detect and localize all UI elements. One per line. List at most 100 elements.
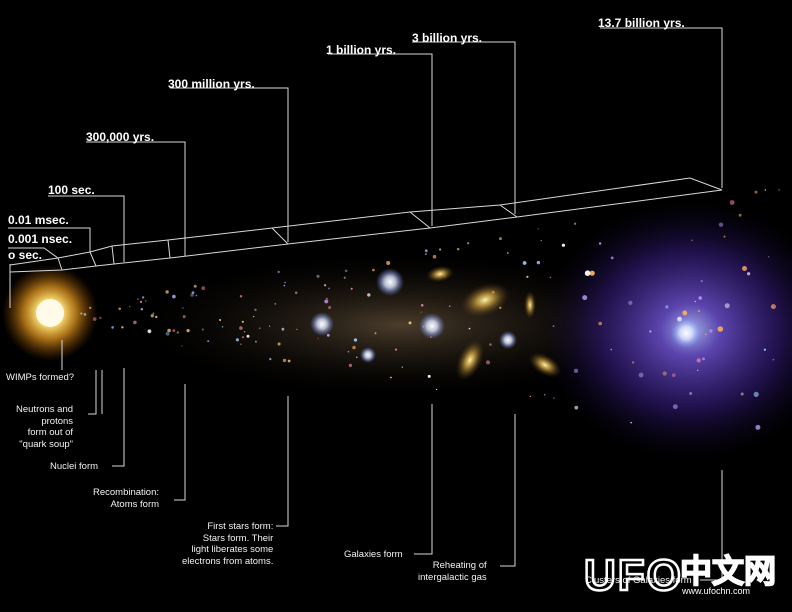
particle-speck: [432, 254, 437, 259]
particle-speck: [282, 358, 287, 363]
particle-speck: [348, 363, 352, 367]
particle-speck: [740, 392, 744, 396]
particle-speck: [155, 315, 158, 319]
particle-speck: [420, 304, 424, 307]
event-label-galaxies: Galaxies form: [344, 549, 403, 560]
particle-speck: [195, 294, 198, 297]
particle-speck: [277, 342, 281, 346]
spiral-galaxy: [455, 339, 485, 381]
ribbon-rung: [111, 245, 115, 265]
leader-e4: [174, 384, 186, 501]
particle-speck: [573, 368, 579, 373]
particle-speck: [240, 343, 242, 346]
particle-speck: [140, 308, 143, 311]
particle-speck: [328, 287, 330, 290]
leader-e6: [414, 404, 433, 555]
particle-speck: [235, 338, 239, 342]
particle-speck: [424, 249, 428, 253]
particle-speck: [649, 330, 652, 333]
particle-speck: [598, 321, 602, 326]
particle-speck: [662, 371, 667, 376]
event-label-clusters: Clusters of Galaxies form: [585, 575, 692, 586]
particle-speck: [718, 222, 724, 227]
time-label-300000-yrs: 300,000 yrs.: [86, 130, 155, 144]
timeline-lines: [8, 27, 723, 581]
event-label-nuclei: Nuclei form: [50, 461, 99, 472]
particle-speck: [111, 326, 114, 329]
particle-speck: [386, 261, 391, 265]
particle-speck: [176, 331, 179, 334]
particle-speck: [544, 394, 546, 396]
particle-speck: [239, 326, 243, 330]
particle-speck: [682, 310, 688, 316]
particle-speck: [489, 343, 492, 346]
particle-speck: [139, 300, 143, 303]
particle-speck: [439, 248, 442, 251]
event-label-neutrons-protons: Neutrons and protons form out of "quark …: [16, 404, 74, 450]
particle-speck: [561, 243, 566, 247]
particle-speck: [755, 424, 761, 430]
particle-speck: [610, 256, 614, 260]
particle-speck: [326, 297, 328, 300]
particle-speck: [181, 345, 183, 347]
particle-speck: [598, 242, 602, 245]
particle-speck: [287, 359, 291, 363]
particle-speck: [367, 293, 371, 297]
particle-speck: [665, 305, 669, 309]
event-label-reheating: Reheating of intergalactic gas: [418, 560, 487, 583]
particle-speck: [353, 338, 358, 342]
particle-speck: [281, 327, 285, 331]
particle-speck: [92, 317, 97, 321]
leader-e2: [88, 370, 97, 415]
particle-speck: [729, 200, 735, 205]
ribbon-rung: [89, 251, 97, 267]
particle-speck: [537, 228, 539, 230]
time-label-3-billion-yrs: 3 billion yrs.: [412, 31, 483, 45]
particle-speck: [696, 358, 701, 363]
particle-speck: [80, 312, 83, 315]
particle-speck: [239, 295, 243, 298]
time-label-13-7-billion-yrs: 13.7 billion yrs.: [598, 16, 685, 30]
particle-speck: [631, 361, 635, 364]
particle-speck: [89, 306, 92, 309]
particle-speck: [536, 260, 541, 265]
particle-speck: [522, 261, 527, 265]
particle-speck: [350, 287, 353, 290]
particle-speck: [764, 189, 767, 191]
particle-speck: [118, 307, 121, 311]
ribbon-top: [9, 177, 723, 266]
particle-speck: [738, 213, 742, 217]
particle-speck: [284, 281, 286, 284]
particle-speck: [552, 325, 555, 327]
particle-speck: [747, 272, 751, 276]
time-label-o-sec: o sec.: [8, 248, 43, 262]
particle-speck: [191, 291, 195, 294]
particle-speck: [468, 327, 471, 330]
particle-speck: [201, 286, 206, 291]
particle-speck: [165, 290, 169, 294]
star-glow: [670, 317, 702, 349]
particle-speck: [147, 329, 152, 334]
particle-speck: [589, 270, 595, 276]
particle-speck: [83, 313, 87, 316]
particle-speck: [772, 358, 775, 361]
particle-speck: [324, 299, 329, 304]
particle-speck: [702, 357, 705, 361]
particle-speck: [610, 348, 613, 351]
particle-speck: [691, 239, 693, 241]
leader-t4: [86, 141, 186, 256]
leader-t7: [412, 41, 516, 214]
particle-speck: [506, 252, 509, 254]
particle-speck: [457, 248, 460, 251]
spiral-galaxy: [426, 265, 454, 283]
star-glow: [376, 268, 404, 296]
particle-speck: [742, 266, 747, 271]
big-bang-core: [36, 299, 64, 327]
particle-speck: [352, 345, 356, 350]
particle-speck: [552, 397, 555, 399]
spiral-galaxy: [524, 291, 536, 319]
particle-speck: [182, 307, 184, 309]
particle-speck: [274, 303, 277, 305]
leader-t1: [8, 247, 59, 259]
